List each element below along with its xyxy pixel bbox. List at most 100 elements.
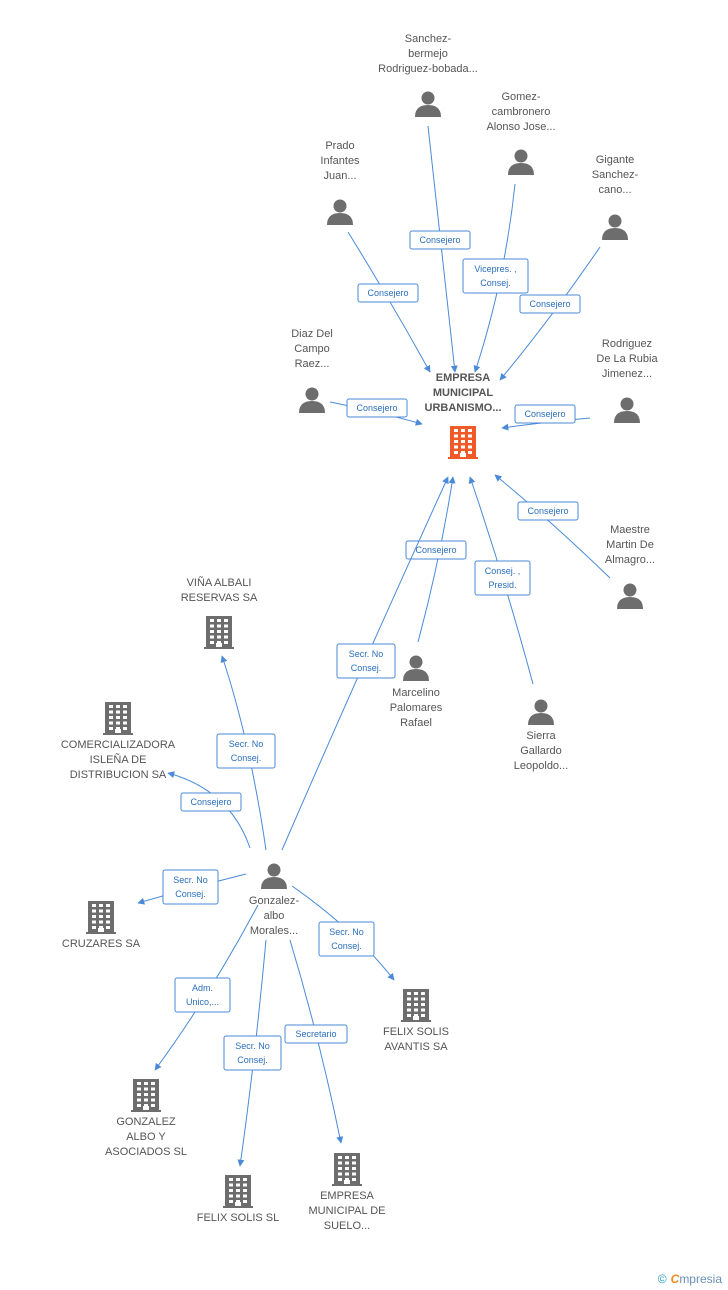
edge-label-border [336,643,396,679]
building-window [461,429,465,432]
node-sanchez[interactable]: Sanchez-bermejoRodriguez-bobada... [378,33,478,117]
edge-sanchez-main: Consejero [409,125,471,373]
node-main[interactable]: EMPRESAMUNICIPALURBANISMO... [425,372,502,459]
building-window [109,721,113,725]
edge-label-box[interactable]: Vicepres. ,Consej. [462,258,529,294]
node-diaz[interactable]: Diaz DelCampoRaez... [291,328,333,413]
building-icon[interactable] [103,702,133,735]
person-icon[interactable] [617,583,643,610]
edge-label-box[interactable]: Consej. ,Presid. [474,560,531,596]
building-window [137,1104,141,1107]
building-window [352,1172,356,1176]
edge-label-text: Consej. , [485,566,521,576]
person-icon[interactable] [403,655,429,682]
node-label: Palomares [390,702,443,714]
edge-label-box[interactable]: Consejero [517,501,579,521]
node-cruzares[interactable]: CRUZARES SA [62,901,141,950]
node-gonzalez[interactable]: Gonzalez-alboMorales... [249,863,299,938]
building-window [414,1003,418,1006]
building-window [106,909,110,913]
building-window [421,1014,425,1017]
person-icon[interactable] [602,214,628,241]
edge-label-box[interactable]: Consejero [357,283,419,303]
building-icon[interactable] [332,1153,362,1186]
edge-label-text: Consejero [529,299,570,309]
node-label: URBANISMO... [425,402,502,414]
building-window [421,992,425,995]
edge-label-border [162,869,219,905]
node-label: Alonso Jose... [486,121,555,133]
building-window [144,1098,148,1102]
edge-label-box[interactable]: Consejero [405,540,467,560]
building-window [338,1156,342,1159]
building-icon[interactable] [401,989,431,1022]
building-window [210,635,214,639]
building-window [210,624,214,628]
building-window [338,1161,342,1165]
building-window [414,992,418,995]
node-label: AVANTIS SA [384,1041,448,1053]
building-window [236,1183,240,1187]
edge-gigante-main: Consejero [499,246,601,381]
building-window [137,1082,141,1085]
node-felixsl[interactable]: FELIX SOLIS SL [197,1175,280,1224]
edge-label-box[interactable]: Consejero [180,792,242,812]
node-label: DISTRIBUCION SA [70,769,167,781]
building-window [414,1014,418,1017]
building-window [338,1167,342,1170]
person-icon[interactable] [261,863,287,890]
building-icon[interactable] [86,901,116,934]
person-icon[interactable] [614,397,640,424]
building-icon[interactable] [223,1175,253,1208]
node-label: EMPRESA [320,1190,374,1202]
person-icon[interactable] [528,699,554,726]
edge-label-text: Consej. [480,278,511,288]
building-window [106,915,110,918]
building-door [98,928,104,933]
person-icon[interactable] [299,387,325,414]
node-gigante[interactable]: GiganteSanchez-cano... [592,154,639,240]
person-icon[interactable] [415,91,441,118]
edge-label-text: Consejero [419,235,460,245]
building-window [236,1194,240,1198]
person-head [267,863,281,877]
edge-label-text: Secr. No [173,875,208,885]
edge-label-box[interactable]: Adm.Unico,... [174,977,231,1013]
building-window [109,710,113,714]
edge-label-box[interactable]: Consejero [514,404,576,424]
building-icon[interactable] [204,616,234,649]
edge-label-box[interactable]: Consejero [519,294,581,314]
building-window [229,1194,233,1198]
building-base [204,647,234,649]
person-body [299,401,325,413]
edge-label-box[interactable]: Consejero [346,398,408,418]
building-window [217,624,221,628]
person-icon[interactable] [508,149,534,176]
building-icon[interactable] [131,1079,161,1112]
node-sierra[interactable]: SierraGallardoLeopoldo... [514,699,568,773]
person-icon[interactable] [327,199,353,226]
building-window [109,705,113,708]
edge-label-box[interactable]: Secretario [284,1024,348,1044]
node-label: Sanchez- [405,33,452,45]
edge-label-border [318,921,375,957]
main-building-icon[interactable] [448,426,478,459]
edge-label-box[interactable]: Consejero [409,230,471,250]
node-prado[interactable]: PradoInfantesJuan... [320,140,360,225]
